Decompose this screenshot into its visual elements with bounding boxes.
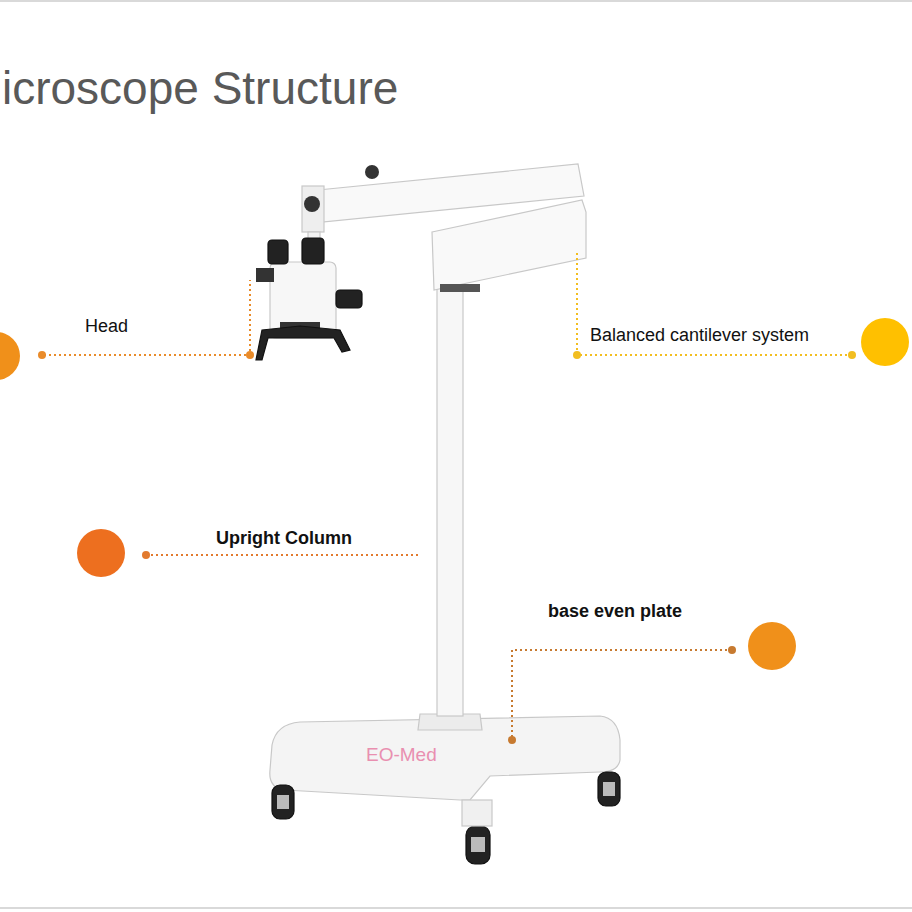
watermark: EO-Med (366, 744, 437, 766)
part-label: base even plate (548, 601, 682, 622)
leader-end (246, 351, 254, 359)
callout-dot (861, 318, 909, 366)
leader-line (577, 250, 852, 355)
leader-lines (44, 250, 852, 740)
leader-end (573, 351, 581, 359)
leader-end (142, 551, 150, 559)
callout-dot (77, 529, 125, 577)
leader-line (146, 554, 420, 556)
callout-dots (0, 318, 909, 744)
leader-end (728, 646, 736, 654)
leader-end (38, 351, 46, 359)
frame-line (0, 907, 912, 909)
part-label: Head (85, 316, 128, 337)
callout-dot (748, 622, 796, 670)
callout-dot (0, 332, 20, 380)
microscope-drawing (256, 164, 620, 864)
page-title: icroscope Structure (2, 62, 398, 115)
leader-end (508, 736, 516, 744)
part-label: Balanced cantilever system (590, 325, 809, 346)
leader-line (512, 650, 732, 740)
leader-line (44, 280, 250, 355)
part-label: Upright Column (216, 528, 352, 549)
frame-line (0, 0, 912, 2)
leader-end (848, 351, 856, 359)
